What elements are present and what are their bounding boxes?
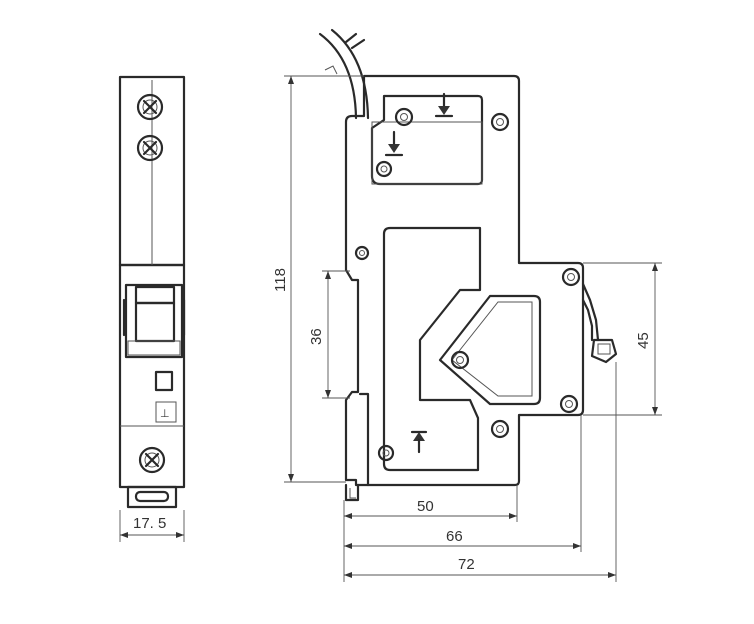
side-screw-7 — [559, 394, 579, 414]
side-screw-6 — [450, 350, 470, 370]
dimension-depth-50: 50 — [344, 485, 518, 522]
dimension-depth-72: 72 — [344, 362, 617, 582]
side-screw-2 — [490, 112, 510, 132]
front-view: ⊥ 17. 5 — [118, 75, 186, 542]
side-din-clip-tab — [590, 338, 618, 364]
side-cable — [318, 28, 370, 120]
side-screw-3 — [375, 160, 393, 178]
dimension-depth-66: 66 — [344, 415, 582, 552]
dimension-depth-66-label: 66 — [446, 528, 463, 545]
dimension-front-width: 17. 5 — [119, 510, 185, 542]
front-top-screw-1 — [136, 93, 164, 121]
side-screw-1 — [394, 107, 414, 127]
front-label-plate — [155, 401, 177, 423]
dimension-height-total-label: 118 — [272, 268, 289, 292]
side-arrow-down-icon-1 — [434, 92, 454, 118]
dimension-front-width-label: 17. 5 — [133, 515, 166, 532]
front-toggle-handle — [122, 283, 186, 359]
side-bottom-clip — [344, 392, 370, 502]
front-status-window — [154, 370, 174, 392]
side-screw-4 — [354, 245, 370, 261]
side-screw-9 — [377, 444, 395, 462]
side-body-outline — [344, 74, 585, 487]
front-bottom-screw — [138, 446, 166, 474]
side-view — [318, 28, 618, 502]
dimension-height-total: 118 — [272, 75, 364, 483]
side-main-compartment — [382, 226, 482, 472]
front-top-screw-2 — [136, 134, 164, 162]
side-mechanism-cavity — [438, 294, 542, 406]
dimension-depth-50-label: 50 — [417, 498, 434, 515]
dimension-din-depth-label: 45 — [635, 332, 652, 349]
dimension-handle-travel-label: 36 — [308, 328, 325, 345]
side-screw-5 — [561, 267, 581, 287]
side-arrow-down-icon-2 — [384, 130, 404, 157]
dimension-depth-72-label: 72 — [458, 556, 475, 573]
side-screw-8 — [490, 419, 510, 439]
dimension-din-depth: 45 — [583, 262, 662, 416]
side-arrow-up-icon — [410, 430, 428, 454]
dimension-handle-travel: 36 — [308, 270, 350, 399]
front-din-clip — [126, 485, 178, 509]
front-label-symbol: ⊥ — [160, 408, 170, 420]
side-top-compartment — [370, 94, 484, 186]
side-din-clip-top — [581, 282, 600, 342]
